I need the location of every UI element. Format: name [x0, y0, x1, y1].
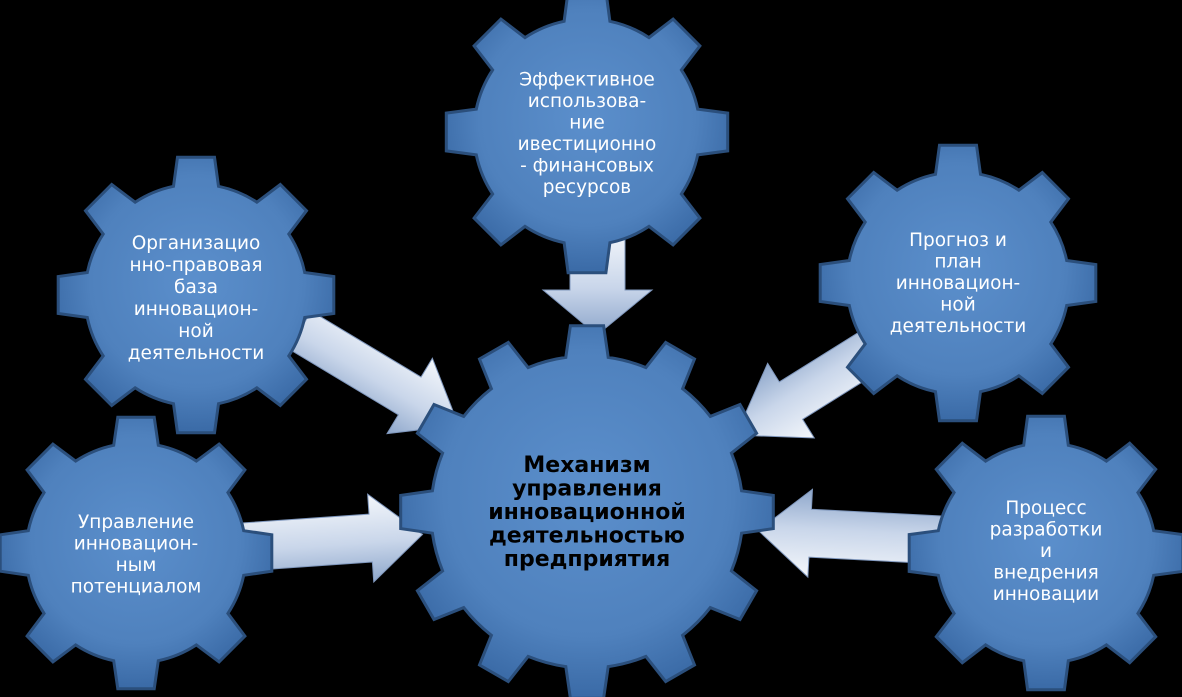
gear-label-line: предприятия [504, 547, 670, 572]
gear-label-line: деятельности [128, 343, 265, 364]
gear-label-line: ным [116, 554, 157, 575]
gear-label-line: Прогноз и [909, 230, 1007, 251]
arrows-layer [240, 229, 942, 584]
arrow-lower-right-to-center [757, 488, 942, 579]
gear-lower-left-shape [0, 415, 274, 691]
gear-label-line: Механизм [523, 453, 650, 478]
gear-label-line: потенциалом [71, 576, 202, 597]
gear-label-line: деятельности [890, 316, 1027, 337]
gear-label-line: ние [569, 112, 605, 133]
gear-label-line: инновацион- [134, 299, 258, 320]
gear-label-line: Организацио [132, 233, 261, 254]
gear-top-shape [444, 0, 730, 275]
gear-label-line: инновационной [488, 500, 685, 525]
gear-label-line: Управление [78, 511, 194, 532]
gear-label-line: инновации [993, 584, 1099, 605]
gear-label-line: деятельностью [489, 523, 685, 548]
gear-label-line: использова- [528, 90, 646, 111]
gear-lower-right-shape [907, 414, 1182, 692]
gear-label-line: ресурсов [543, 176, 631, 197]
gear-upper-right-shape [818, 143, 1098, 423]
gear-label-line: нно-правовая [130, 255, 263, 276]
gear-label-line: база [174, 277, 218, 298]
gear-label-line: внедрения [993, 562, 1099, 583]
arrow-upper-right-to-center [735, 325, 893, 439]
gear-label-line: ной [940, 294, 975, 315]
gear-label-line: управления [512, 476, 662, 501]
gear-label-line: разработки [990, 519, 1103, 540]
gear-upper-left-shape [56, 155, 336, 435]
gear-label-line: ивестиционно [518, 133, 657, 154]
gear-label-line: план [934, 251, 981, 272]
gear-label-line: ной [178, 321, 213, 342]
gear-label-line: Эффективное [519, 69, 655, 90]
gear-label-line: Процесс [1005, 498, 1086, 519]
gear-label-line: и [1040, 541, 1052, 562]
gear-label-line: инновацион- [896, 273, 1020, 294]
gear-label-line: - финансовых [520, 155, 654, 176]
gear-label-line: инновацион- [74, 533, 198, 554]
gear-center-shape [399, 324, 775, 697]
